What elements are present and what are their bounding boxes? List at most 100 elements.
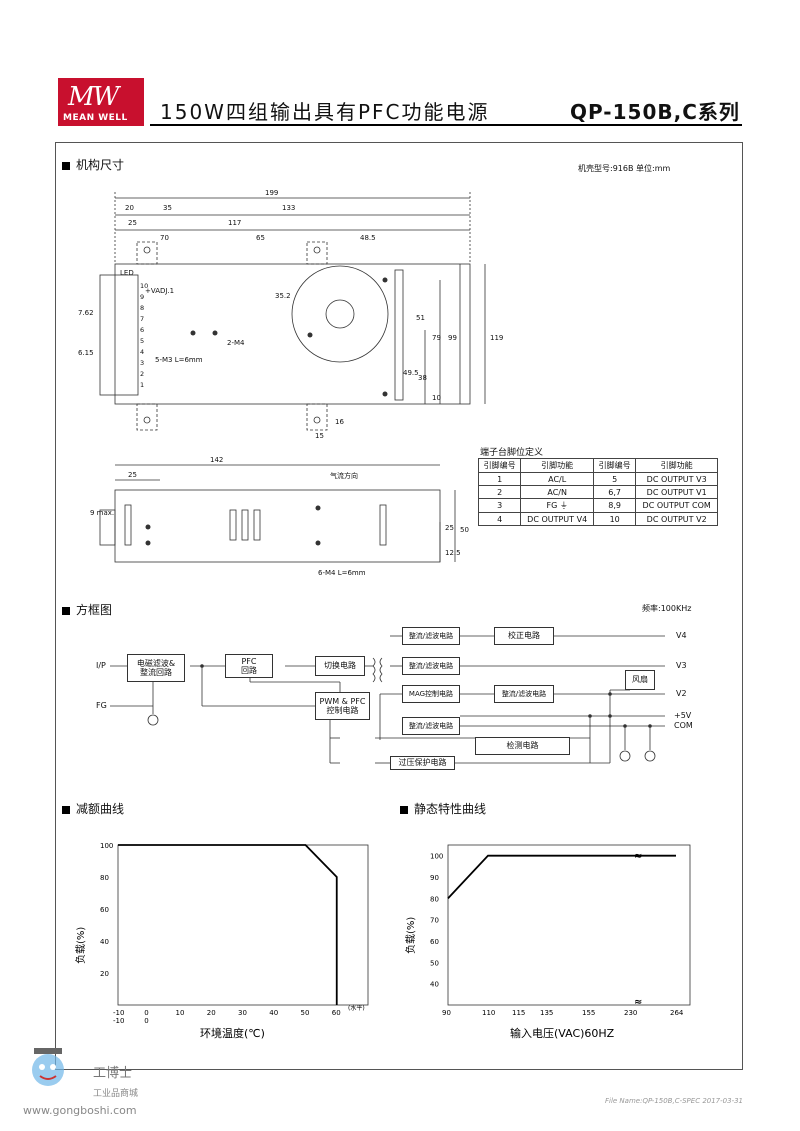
output-v3: V3 — [676, 661, 687, 670]
dim-20: 20 — [125, 204, 134, 212]
dim-117: 117 — [228, 219, 241, 227]
output-v4: V4 — [676, 631, 687, 640]
svg-text:6: 6 — [140, 326, 144, 334]
static-ytick-label: 60 — [430, 938, 439, 946]
axis-break-mark-top: ≈ — [634, 851, 642, 862]
mascot-icon — [32, 1048, 64, 1086]
mechanical-drawing: 199 20 35 133 25 117 70 65 48.5 7.62 6.1… — [78, 189, 503, 577]
derating-xtick-label: 40 — [269, 1009, 278, 1017]
output-com: COM — [674, 721, 693, 730]
pin-table-title: 端子台脚位定义 — [480, 448, 544, 458]
static-ytick-label: 90 — [430, 874, 439, 882]
section-bullet — [62, 161, 70, 170]
emi-filter-block: 电磁滤波& 整流回路 — [127, 654, 185, 682]
static-xlabel: 输入电压(VAC)60HZ — [510, 1026, 615, 1040]
dim-199: 199 — [265, 189, 278, 197]
dim-35: 35 — [163, 204, 172, 212]
dim-119: 119 — [490, 334, 503, 342]
static-xtick-label: 264 — [670, 1009, 684, 1017]
ip-label: I/P — [96, 661, 106, 670]
output-v2: V2 — [676, 689, 687, 698]
derating-ytick-label: 80 — [100, 874, 109, 882]
dim-70: 70 — [160, 234, 169, 242]
derating-ytick-label: 20 — [100, 970, 109, 978]
static-ytick-label: 100 — [430, 853, 443, 861]
derating-section-title: 减额曲线 — [62, 800, 124, 817]
derating-xtick-label: 50 — [301, 1009, 310, 1017]
dim-79: 79 — [432, 334, 441, 342]
static-section-title: 静态特性曲线 — [400, 800, 486, 817]
dim-25: 25 — [128, 219, 137, 227]
derating-xtick-label: 60 — [332, 1009, 341, 1017]
derating-xtick-label: 0 — [144, 1009, 148, 1017]
derating-ytick-label: 60 — [100, 906, 109, 914]
dim-99: 99 — [448, 334, 457, 342]
dim-51: 51 — [416, 314, 425, 322]
svg-text:10: 10 — [140, 282, 148, 290]
file-name: File Name:QP-150B,C-SPEC 2017-03-31 — [604, 1097, 743, 1105]
static-xtick-label: 155 — [582, 1009, 595, 1017]
header-rule — [150, 124, 742, 126]
static-xtick-label: 110 — [482, 1009, 495, 1017]
pfc-block: PFC 回路 — [225, 654, 273, 678]
fan-block: 风扇 — [625, 670, 655, 690]
static-ylabel: 负载(%) — [404, 917, 417, 954]
watermark-brand: 工博士 — [93, 1066, 133, 1081]
derating-xtick2-label: -10 — [113, 1017, 124, 1025]
dim-12-5: 12.5 — [445, 549, 461, 557]
led-label: LED — [120, 269, 134, 277]
frequency-label: 频率:100KHz — [642, 604, 692, 613]
axis-break-mark-bottom: ≈ — [634, 997, 642, 1008]
static-ytick-label: 40 — [430, 981, 439, 989]
dim-10: 10 — [432, 394, 441, 402]
svg-text:4: 4 — [140, 348, 144, 356]
dim-16: 16 — [335, 418, 344, 426]
case-info: 机壳型号:916B 单位:mm — [578, 164, 671, 173]
derating-plot-area — [117, 844, 369, 1006]
vadj-label: +VADJ.1 — [145, 287, 174, 295]
derating-ytick-label: 100 — [100, 842, 113, 850]
dim-7-62: 7.62 — [78, 309, 94, 317]
static-series-line — [447, 854, 676, 899]
dim-133: 133 — [282, 204, 295, 212]
rectifier-block-5v: 整流/滤波电路 — [402, 717, 460, 735]
svg-text:3: 3 — [140, 359, 144, 367]
section-bullet — [62, 805, 70, 814]
terminal-pin-numbers: 10 9 8 7 6 5 4 3 2 1 — [140, 282, 148, 389]
svg-text:7: 7 — [140, 315, 144, 323]
static-xtick-label: 115 — [512, 1009, 525, 1017]
detection-block: 检测电路 — [475, 737, 570, 755]
derating-xtick-label: 30 — [238, 1009, 247, 1017]
dim-25c: 25 — [445, 524, 454, 532]
static-ytick-label: 80 — [430, 895, 439, 903]
static-xtick-label: 230 — [624, 1009, 637, 1017]
dim-49-5: 49.5 — [403, 369, 419, 377]
logo-text: MEAN WELL — [63, 113, 128, 123]
block-diagram-wires — [110, 635, 665, 764]
static-plot-area — [447, 844, 691, 1006]
gongboshi-watermark: 工博士 工业品商城 www.gongboshi.com — [15, 1040, 165, 1120]
svg-text:9: 9 — [140, 293, 144, 301]
svg-text:1: 1 — [140, 381, 144, 389]
block-section-title: 方框图 — [62, 601, 112, 618]
page-title: 150W四组输出具有PFC功能电源 — [160, 100, 490, 124]
static-ytick-label: 50 — [430, 959, 439, 967]
section-bullet — [62, 606, 70, 615]
svg-text:8: 8 — [140, 304, 144, 312]
pwm-pfc-block: PWM & PFC 控制电路 — [315, 692, 370, 720]
svg-text:2: 2 — [140, 370, 144, 378]
derating-xtick-label: 20 — [207, 1009, 216, 1017]
output-5v: +5V — [674, 711, 692, 720]
dim-142: 142 — [210, 456, 223, 464]
derating-xnote: (水平) — [348, 1004, 365, 1012]
derating-series-line — [118, 844, 338, 1005]
dim-48-5: 48.5 — [360, 234, 376, 242]
dim-38: 38 — [418, 374, 427, 382]
m3-label: 5-M3 L=6mm — [155, 356, 203, 364]
mag-control-block: MAG控制电路 — [402, 685, 460, 703]
correction-block: 校正电路 — [494, 627, 554, 645]
